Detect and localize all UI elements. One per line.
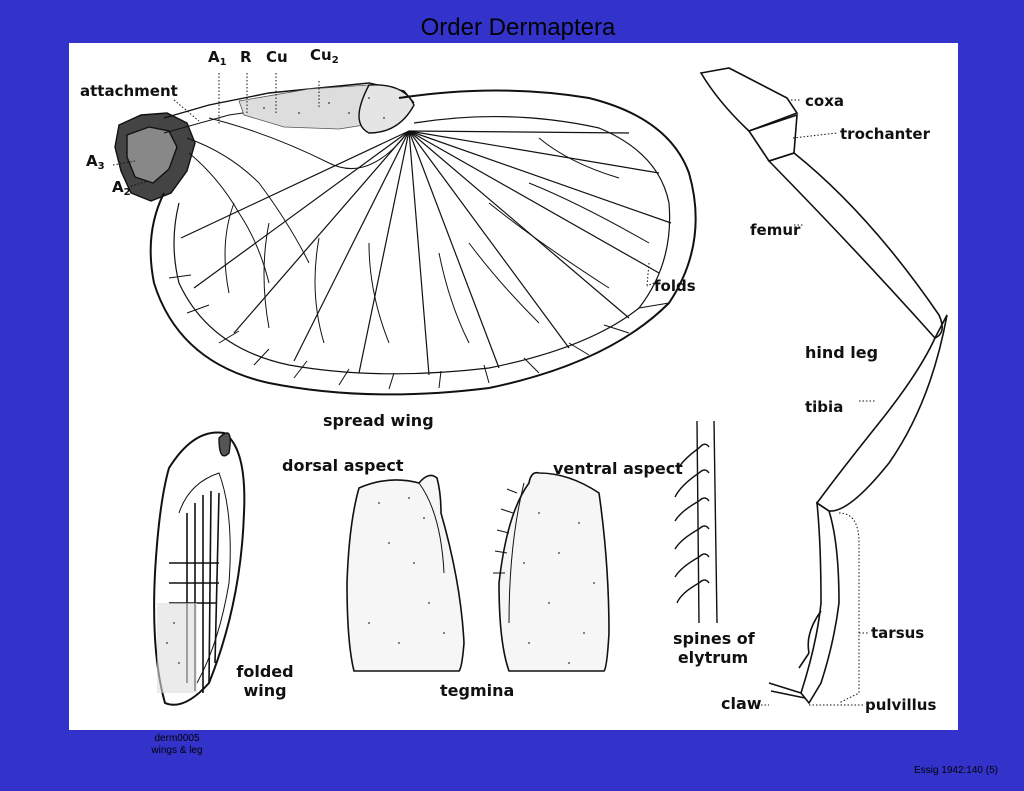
caption-line1: derm0005 — [154, 733, 200, 744]
label-spines-line2: elytrum — [677, 648, 749, 667]
label-coxa: coxa — [805, 92, 844, 110]
label-hind-leg: hind leg — [805, 343, 879, 362]
label-pulvillus: pulvillus — [865, 696, 937, 714]
slide-title: Order Dermaptera — [420, 14, 616, 41]
label-claw: claw — [721, 694, 762, 713]
label-vein-a2: A2 — [112, 180, 131, 198]
label-tibia: tibia — [805, 398, 844, 416]
figure-panel: attachment A1 R Cu Cu2 A3 A2 folds sprea… — [69, 43, 958, 730]
ventral-tegmen-drawing — [493, 471, 610, 672]
hind-leg-drawing — [699, 67, 948, 706]
label-tarsus: tarsus — [871, 624, 925, 642]
label-folds: folds — [654, 277, 696, 295]
label-vein-cu2-subscript: 2 — [331, 55, 339, 66]
label-dorsal-aspect: dorsal aspect — [282, 456, 404, 475]
spread-wing-drawing — [112, 73, 697, 396]
label-attachment: attachment — [80, 82, 178, 100]
label-vein-a2-subscript: 2 — [123, 187, 131, 198]
source-credit: Essig 1942:140 (5) — [914, 765, 998, 776]
label-vein-cu2: Cu2 — [310, 48, 339, 66]
label-vein-a3-subscript: 3 — [97, 161, 105, 172]
label-folded-wing-line1: folded — [236, 662, 294, 681]
spines-drawing — [674, 420, 718, 624]
label-vein-a3-text: A — [86, 152, 98, 170]
label-ventral-aspect: ventral aspect — [553, 459, 683, 478]
slide-caption: derm0005 wings & leg — [140, 733, 214, 757]
caption-line2: wings & leg — [151, 745, 203, 756]
label-vein-cu: Cu — [266, 48, 288, 66]
label-tegmina: tegmina — [440, 681, 515, 700]
label-vein-a1: A1 — [208, 50, 227, 68]
label-spread-wing: spread wing — [323, 411, 434, 430]
label-vein-r: R — [240, 48, 252, 66]
label-vein-a3: A3 — [86, 154, 105, 172]
dermaptera-illustration — [112, 67, 948, 706]
label-vein-a1-subscript: 1 — [219, 57, 227, 68]
folded-wing-drawing — [153, 431, 246, 706]
label-spines-line1: spines of — [673, 629, 755, 648]
label-trochanter: trochanter — [840, 125, 930, 143]
label-vein-cu2-text: Cu — [310, 46, 332, 64]
label-vein-a2-text: A — [112, 178, 124, 196]
label-femur: femur — [750, 221, 801, 239]
dorsal-tegmen-drawing — [346, 474, 465, 672]
label-vein-a1-text: A — [208, 48, 220, 66]
label-folded-wing-line2: wing — [243, 681, 287, 700]
